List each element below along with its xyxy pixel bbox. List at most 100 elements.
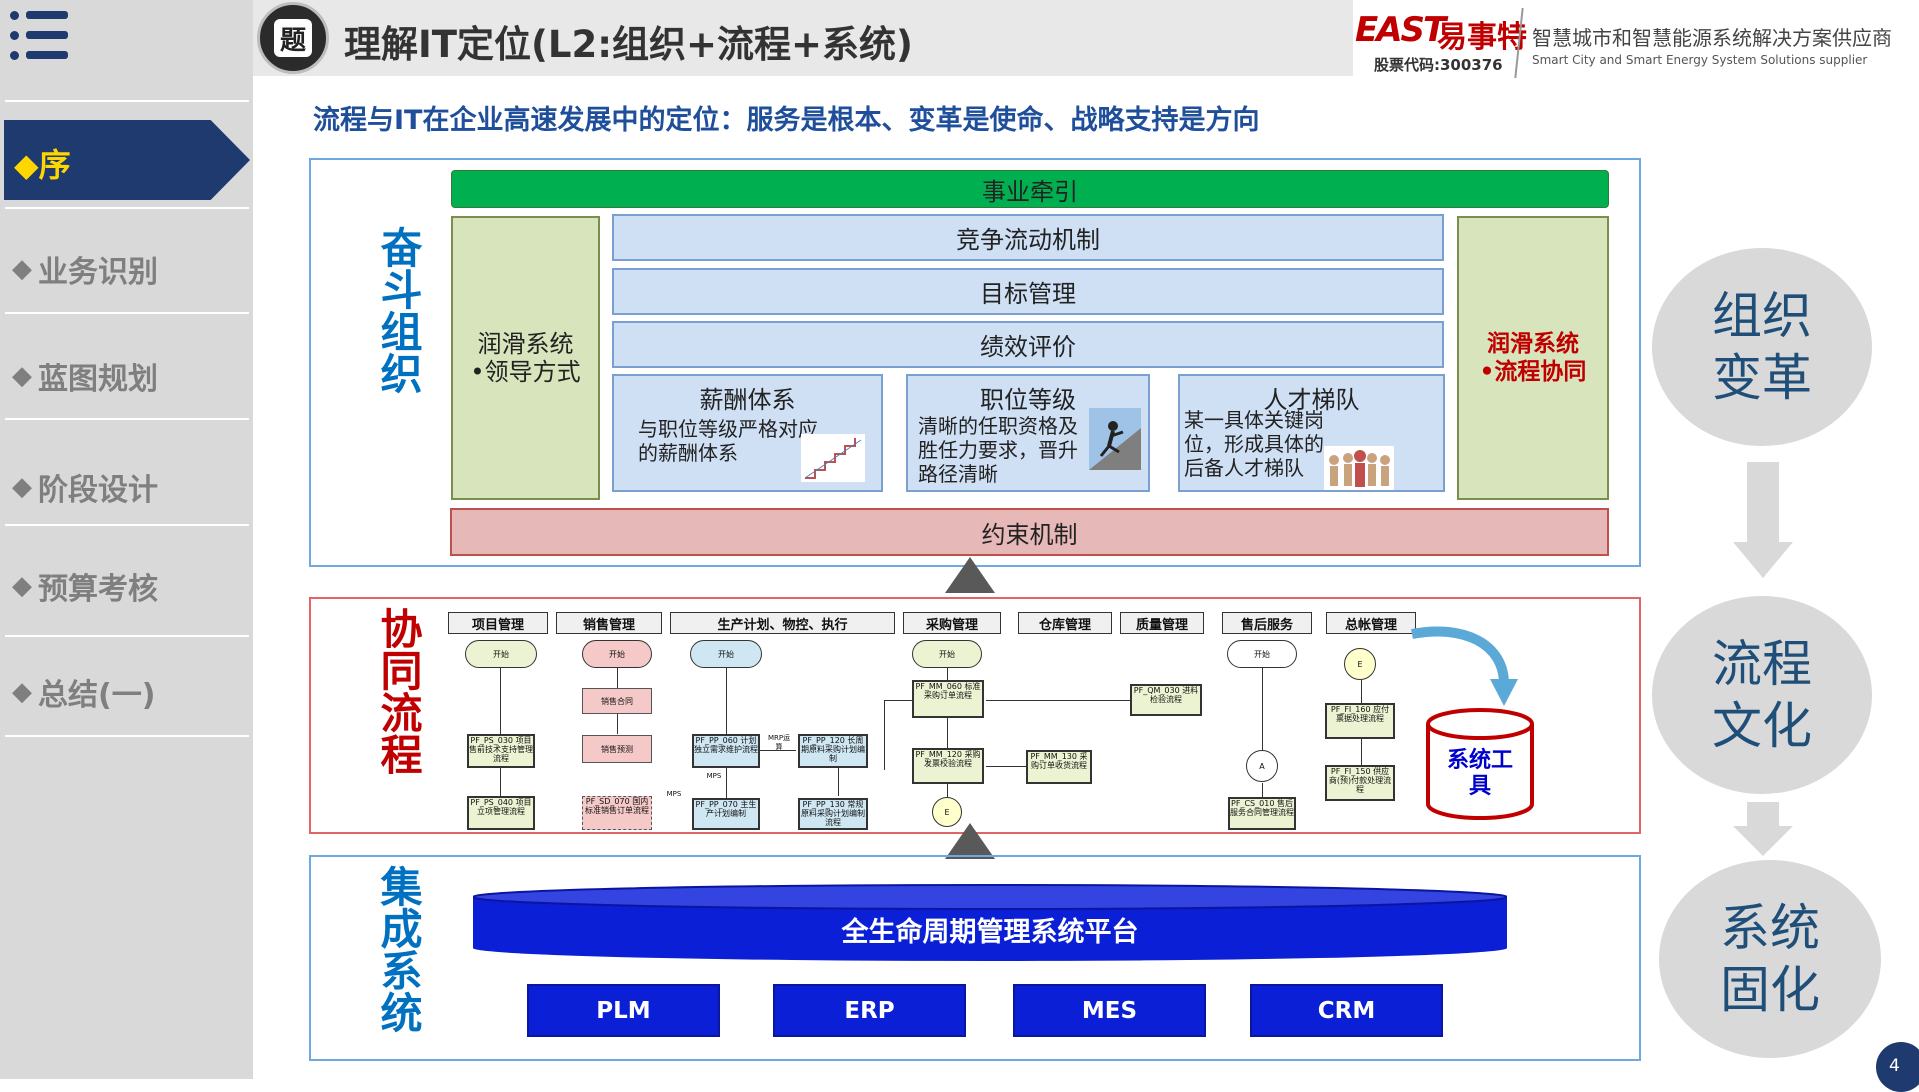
system-tool-label: 系统工具 [1446,748,1513,799]
stock-code: 股票代码:300376 [1374,56,1503,74]
flow-connector [884,700,912,701]
node-cs010: PF_CS_010 售后服务合同管理流程 [1228,797,1296,830]
right-box-line2: •流程协同 [1479,359,1587,385]
row-performance: 绩效评价 [612,321,1444,368]
system-crm: CRM [1250,984,1443,1037]
diamond-icon: ◆ [12,254,32,284]
flow-connector [986,700,1130,701]
people-group-icon [1324,446,1394,490]
flow-connector [726,768,727,798]
menu-list-icon[interactable] [10,10,68,60]
platform-label: 全生命周期管理系统平台 [841,917,1139,948]
stage-aftersales: 售后服务 [1222,612,1312,634]
sidebar-item-business[interactable]: ◆ 业务识别 [12,249,247,290]
system-tool-cylinder [1411,626,1534,820]
sidebar-item-phase[interactable]: ◆ 阶段设计 [12,467,247,508]
sidebar-item-label: 蓝图规划 [38,362,158,397]
node-ps040: PF_PS_040 项目立项管理流程 [467,796,535,830]
platform-disc [473,884,1507,961]
node-pp060: PF_PP_060 计划独立需求维护流程 [692,734,760,768]
stage-project: 项目管理 [448,612,548,634]
sidebar-divider [5,207,249,209]
header-bar [253,0,1353,76]
flow-connector [947,718,948,748]
diamond-icon: ◆ [12,472,32,502]
left-box-line2: •领导方式 [470,358,581,386]
flow-connector [726,668,727,734]
bottom-bar: 约束机制 [450,508,1609,556]
sidebar-item-blueprint[interactable]: ◆ 蓝图规划 [12,356,247,397]
sidebar-item-active[interactable] [4,120,250,200]
right-box-line1: 润滑系统 [1487,331,1579,357]
circle-e-node: E [932,797,962,827]
flow-connector [500,766,501,796]
node-sd070: PF_SD_070 国内标准销售订单流程 [582,796,652,830]
start-node: 开始 [912,640,982,668]
mps-label: MPS [666,790,682,798]
sidebar-item-xu[interactable]: ◆序 [14,146,71,184]
sidebar-item-label: 业务识别 [38,255,158,290]
system-erp: ERP [773,984,966,1037]
down-arrow-icon [1733,802,1793,856]
stage-purchase: 采购管理 [903,612,1001,634]
process-panel-label: 协同流程 [374,607,423,775]
flow-connector [617,668,618,690]
flow-connector [986,766,1026,767]
flow-connector [760,750,796,751]
company-tagline-cn: 智慧城市和智慧能源系统解决方案供应商 [1532,26,1892,50]
title-badge-label: 题 [274,19,312,57]
title-badge: 题 [257,2,329,74]
system-plm: PLM [527,984,720,1037]
flow-connector [1361,680,1362,704]
flow-connector [1262,783,1263,797]
circle-process-culture: 流程 文化 [1652,596,1872,794]
flow-connector [947,784,948,798]
brand-logo-en: EAST [1355,10,1446,50]
card-title: 薪酬体系 [699,386,796,414]
node-sales-forecast: 销售预测 [582,735,652,763]
sidebar-divider [5,735,249,737]
node-qm030: PF_QM_030 进料检验流程 [1130,684,1202,716]
down-arrow-icon [1733,462,1793,578]
node-fi150: PF_FI_150 供应商(预)付款处理流程 [1325,765,1395,801]
node-mm060: PF_MM_060 标准采购订单流程 [912,680,984,718]
node-mm130: PF_MM_130 采购订单收货流程 [1026,750,1092,784]
circle-e-node: E [1344,648,1376,680]
card-text: 清晰的任职资格及胜任力要求，晋升路径清晰 [918,414,1078,486]
flow-connector [1361,738,1362,766]
start-node: 开始 [690,640,762,668]
sidebar-item-summary[interactable]: ◆ 总结(一) [12,672,247,713]
card-title: 职位等级 [980,386,1076,414]
sidebar-item-budget[interactable]: ◆ 预算考核 [12,566,247,607]
circle-a-node: A [1246,750,1278,782]
page-number: 4 [1876,1042,1919,1092]
sidebar-divider [5,418,249,420]
card-job-level: 职位等级 清晰的任职资格及胜任力要求，晋升路径清晰 [906,374,1150,492]
sidebar-divider [5,524,249,526]
flow-connector [617,712,618,734]
diamond-icon: ◆ [12,361,32,391]
sidebar-divider [5,312,249,314]
row-competition: 竞争流动机制 [612,214,1444,261]
left-box-line1: 润滑系统 [477,330,574,358]
start-node: 开始 [1227,640,1297,668]
card-text: 与职位等级严格对应的薪酬体系 [638,417,818,465]
node-mm120: PF_MM_120 采购发票校验流程 [912,748,984,784]
brand-logo-cn: 易事特 [1437,20,1527,55]
flow-connector [500,668,501,734]
climbing-man-icon [1089,408,1141,470]
node-pp070: PF_PP_070 主生产计划编制 [692,798,760,830]
stage-ledger: 总帐管理 [1326,612,1416,634]
stage-sales: 销售管理 [556,612,662,634]
circle-system-solidify: 系统 固化 [1659,860,1881,1058]
circle-org-change: 组织 变革 [1652,248,1872,446]
flow-connector [947,668,948,680]
system-panel [309,855,1641,1061]
node-ps030: PF_PS_030 项目售前技术支持管理流程 [467,734,535,768]
diamond-icon: ◆ [12,677,32,707]
mrp-label: MRP运算 [767,734,791,751]
node-pp130: PF_PP_130 常规原料采购计划编制流程 [798,798,868,830]
start-node: 开始 [465,640,537,668]
sidebar-divider [5,635,249,637]
card-salary: 薪酬体系 与职位等级严格对应的薪酬体系 [612,374,883,492]
